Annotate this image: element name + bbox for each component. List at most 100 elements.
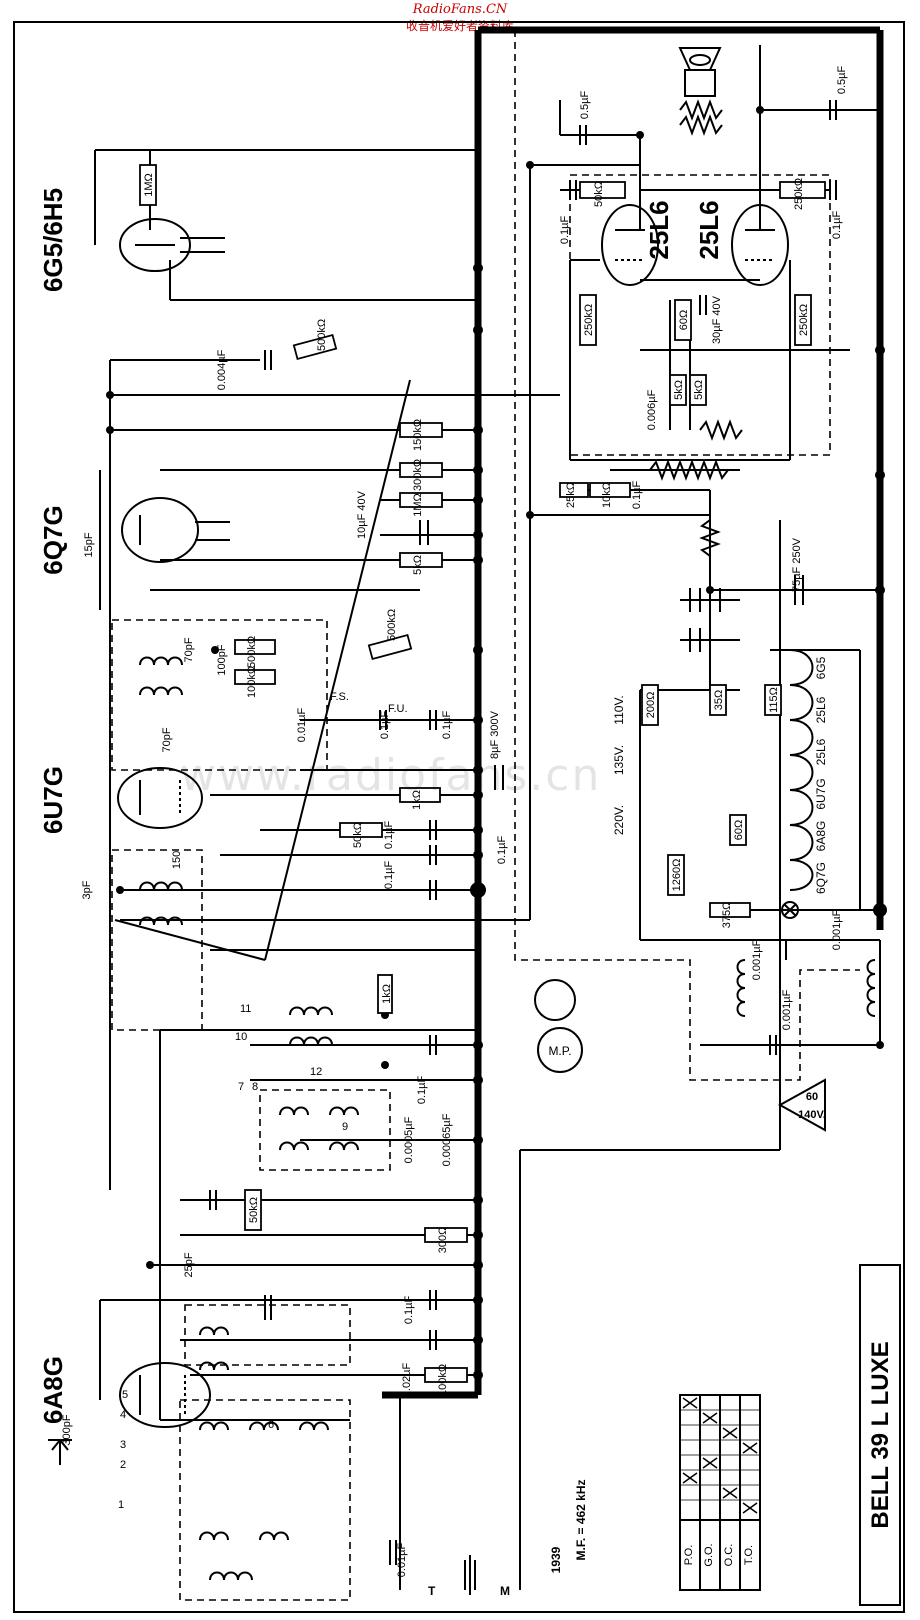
res-5k-a: 5kΩ <box>673 380 685 400</box>
if-frequency-note: M.F. = 462 kHz <box>574 1479 588 1560</box>
res-5k: 5kΩ <box>412 555 424 575</box>
if-transformer-2 <box>111 619 328 771</box>
cap-01-out-a: 0.1µF <box>559 216 571 245</box>
table-row-po: P.O. <box>683 1545 695 1566</box>
res-10k: 10kΩ <box>601 482 613 508</box>
phase-pot-b <box>699 419 743 441</box>
res-1k-osc: 1kΩ <box>381 984 393 1004</box>
tube-label-6a8g: 6A8G <box>38 1356 68 1424</box>
pilot-lamp-icon <box>781 901 799 919</box>
cap-3pf: 3pF <box>81 880 93 899</box>
warning-60: 60 <box>806 1091 818 1103</box>
table-row-oc: O.C. <box>723 1544 735 1567</box>
if-coils <box>139 656 876 1581</box>
table-row-to: T.O. <box>743 1545 755 1565</box>
terminal-t: T <box>428 1584 436 1598</box>
switch-terminals: 1 2 3 4 5 6 7 8 9 10 11 12 <box>118 1003 348 1511</box>
term-7: 7 <box>238 1081 244 1093</box>
terminal-m: M <box>500 1584 510 1598</box>
cap-100pf: 100pF <box>216 644 228 675</box>
term-4: 4 <box>120 1409 126 1421</box>
rf-coil-box <box>179 1399 351 1601</box>
cap-001-b: 0.01µF <box>396 1542 408 1577</box>
term-9: 9 <box>342 1121 348 1133</box>
cap-01-out-b: 0.1µF <box>831 211 843 240</box>
cap-01-f: 0.1µF <box>383 861 395 890</box>
cap-01-j: 0.1µF <box>631 481 643 510</box>
cap-0001-b: 0.001µF <box>751 939 763 980</box>
phase-pot-a <box>649 459 729 481</box>
res-500k-tone: 500kΩ <box>386 609 398 641</box>
tube-6q7g-envelope <box>121 497 230 563</box>
switch-table: P.O. G.O. O.C. T.O. <box>679 1394 761 1591</box>
dashed-chassis <box>514 30 860 1081</box>
term-3: 3 <box>120 1439 126 1451</box>
heater-labels: 6G5 25L6 25L6 6U7G 6A8G 6Q7G <box>814 656 828 894</box>
wiring <box>94 45 881 1590</box>
resistor-group-left: 1MΩ 500kΩ 150kΩ 300kΩ 1MΩ 5kΩ 500kΩ 500k… <box>139 164 468 1396</box>
tube-label-6u7g: 6U7G <box>38 766 68 834</box>
site-name: RadioFans.CN <box>412 2 508 17</box>
cap-0001-a: 0.001µF <box>831 909 843 950</box>
cap-150: 150 <box>171 851 183 869</box>
res-1260ohm: 1260Ω <box>671 859 683 892</box>
osc-coil-box <box>184 1304 351 1366</box>
res-250k-b: 250kΩ <box>793 178 805 210</box>
cap-01-e: 0.1µF <box>383 821 395 850</box>
cap-0001-c: 0.001µF <box>781 989 793 1030</box>
term-12: 12 <box>310 1066 322 1078</box>
capacitor-symbols <box>209 100 837 1565</box>
res-300ohm: 300Ω <box>437 1227 449 1254</box>
warning-140v: 140V. <box>798 1109 826 1121</box>
cap-25pf: 25pF <box>183 1252 195 1277</box>
term-10: 10 <box>235 1031 247 1043</box>
tube-25l6-b-envelope <box>731 204 789 286</box>
ground-icon <box>464 1555 476 1595</box>
table-row-go: G.O. <box>703 1543 715 1566</box>
cap-001-a: 0.01µF <box>296 707 308 742</box>
motor-label: M.P. <box>548 1044 571 1058</box>
heater-6q7g: 6Q7G <box>814 862 828 894</box>
cap-05-a: 0.5µF <box>579 91 591 120</box>
res-35ohm: 35Ω <box>713 690 725 710</box>
cap-70pf-a: 70pF <box>183 637 195 662</box>
term-6: 6 <box>268 1419 274 1431</box>
tube-label-25l6-b: 25L6 <box>694 200 724 259</box>
res-50k: 50kΩ <box>352 822 364 848</box>
output-transformer <box>679 99 723 121</box>
res-500k-b: 500kΩ <box>246 636 258 668</box>
tube-6g5-envelope <box>119 218 225 272</box>
res-50k-out-a: 50kΩ <box>593 181 605 207</box>
selenium-rectifier <box>680 588 740 652</box>
heater-6a8g: 6A8G <box>814 821 828 852</box>
cap-000065: 0.00065µF <box>441 1113 453 1166</box>
bus-junctions <box>106 106 887 1380</box>
voltage-warning-triangle: 60 140V. <box>777 1078 826 1132</box>
tube-25l6-a-envelope <box>601 204 659 286</box>
tube-6u7g-envelope <box>117 767 203 829</box>
res-60ohm: 60Ω <box>678 310 690 330</box>
heater-6u7g: 6U7G <box>814 778 828 809</box>
res-60ohm-b: 60Ω <box>733 820 745 840</box>
tube-6a8g-envelope <box>119 1362 211 1428</box>
res-100k: 100kΩ <box>246 666 258 698</box>
res-300k: 300kΩ <box>412 459 424 491</box>
label-fs: F.S. <box>330 691 349 703</box>
cap-00005: 0.0005µF <box>403 1116 415 1163</box>
heater-25l6-a: 25L6 <box>814 696 828 723</box>
res-250k-a: 250kΩ <box>583 304 595 336</box>
res-115ohm: 115Ω <box>768 687 780 713</box>
dial-link-2 <box>264 379 411 961</box>
aux-coil-box <box>259 1089 391 1171</box>
cap-30uf: 30µF 40V <box>711 295 723 344</box>
heater-6g5: 6G5 <box>814 656 828 679</box>
border-frame <box>13 21 905 1613</box>
cap-01-d: 0.1µF <box>441 711 453 740</box>
speaker-icon <box>678 47 722 97</box>
res-5k-b: 5kΩ <box>693 380 705 400</box>
res-250k-c: 250kΩ <box>798 304 810 336</box>
resistor-group-output: 250kΩ 50kΩ 250kΩ 250kΩ 60Ω 5kΩ 5kΩ 10kΩ … <box>559 178 826 508</box>
res-150k: 150kΩ <box>412 419 424 451</box>
capacitor-labels: 0.5µF 0.5µF 0.1µF 0.1µF 0.004µF 0.01µF 1… <box>61 66 848 1578</box>
